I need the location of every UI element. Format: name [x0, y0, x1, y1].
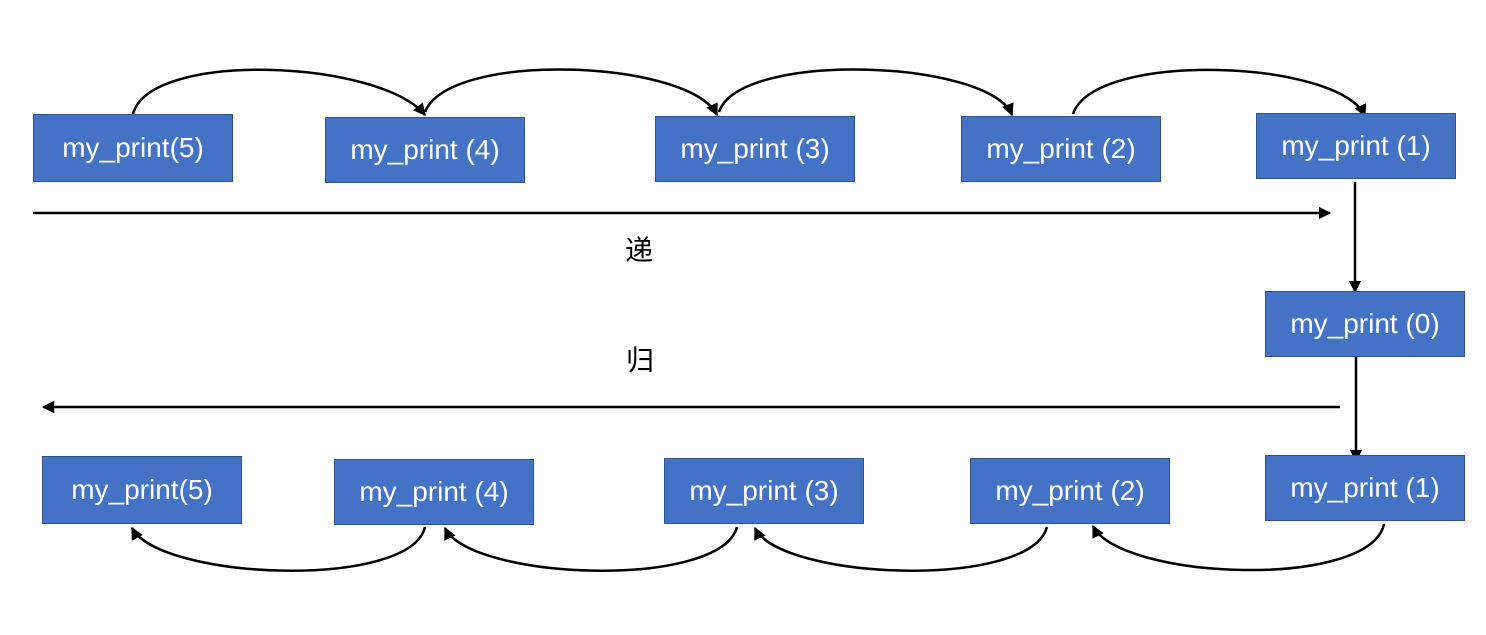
bottom-box-4: my_print (4): [334, 459, 534, 525]
bottom-box-5: my_print(5): [42, 456, 242, 524]
top-arc-4-to-3: [423, 68, 719, 117]
top-arc-5-to-4: [131, 68, 426, 116]
top-arc-3-to-2: [717, 68, 1014, 117]
bottom-arc-3-to-4: [443, 526, 739, 572]
bottom-arc-1-to-2: [1091, 523, 1386, 572]
bottom-box-3: my_print (3): [664, 458, 864, 524]
bottom-box-1: my_print (1): [1265, 455, 1465, 521]
top-box-1: my_print (1): [1256, 113, 1456, 179]
middle-box-0: my_print (0): [1265, 291, 1465, 357]
top-box-2: my_print (2): [961, 116, 1161, 182]
bottom-arc-4-to-5: [130, 526, 427, 572]
top-box-5: my_print(5): [33, 114, 233, 182]
top-box-3: my_print (3): [655, 116, 855, 182]
bottom-arc-2-to-3: [753, 526, 1049, 572]
descend-label: 递: [625, 235, 654, 266]
bottom-box-2: my_print (2): [970, 458, 1170, 524]
return-label: 归: [626, 345, 655, 376]
top-box-4: my_print (4): [325, 117, 525, 183]
top-arc-2-to-1: [1071, 68, 1367, 118]
